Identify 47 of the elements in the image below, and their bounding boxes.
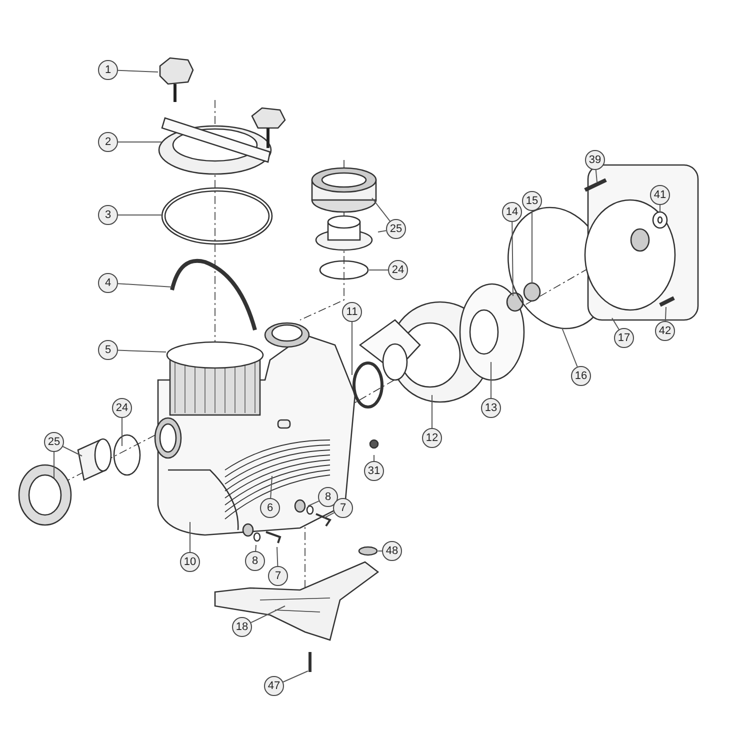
leader-line [118,70,158,72]
callout-number: 42 [655,321,675,341]
callout-number: 31 [364,461,384,481]
callout-number: 14 [502,202,522,222]
callout-number: 12 [422,428,442,448]
callout-number: 15 [522,191,542,211]
callout-number: 13 [481,398,501,418]
leader-line [270,476,272,498]
leader-line [490,362,492,398]
leader-line [562,328,578,368]
leader-line [118,214,164,216]
callout-number: 10 [180,552,200,572]
leader-line [595,170,598,182]
callout-number: 8 [245,551,265,571]
callout-number: 24 [112,398,132,418]
leader-line [612,318,620,330]
callout-number: 25 [44,432,64,452]
callout-number: 11 [342,302,362,322]
leader-line [308,500,320,506]
leader-line [276,546,278,566]
leader-line [512,222,514,296]
leader-line [378,230,387,232]
callout-number: 7 [268,566,288,586]
leader-line [255,544,256,552]
callout-number: 48 [382,541,402,561]
callout-number: 16 [571,366,591,386]
callout-number: 18 [232,617,252,637]
callout-number: 5 [98,340,118,360]
callout-number: 25 [386,219,406,239]
leader-line [62,446,82,456]
callout-number: 1 [98,60,118,80]
callout-number: 24 [388,260,408,280]
callout-number: 4 [98,273,118,293]
leader-line [282,670,308,682]
callout-number: 7 [333,498,353,518]
leader-line [324,512,335,518]
callout-number: 2 [98,132,118,152]
callout-number: 39 [585,150,605,170]
leader-line [118,350,166,352]
leader-line [118,283,172,288]
leader-line [372,198,390,222]
callout-number: 17 [614,328,634,348]
callout-number: 3 [98,205,118,225]
leader-line [378,550,382,552]
leader-line [664,306,666,322]
leader-line [250,606,286,624]
callout-number: 47 [264,676,284,696]
